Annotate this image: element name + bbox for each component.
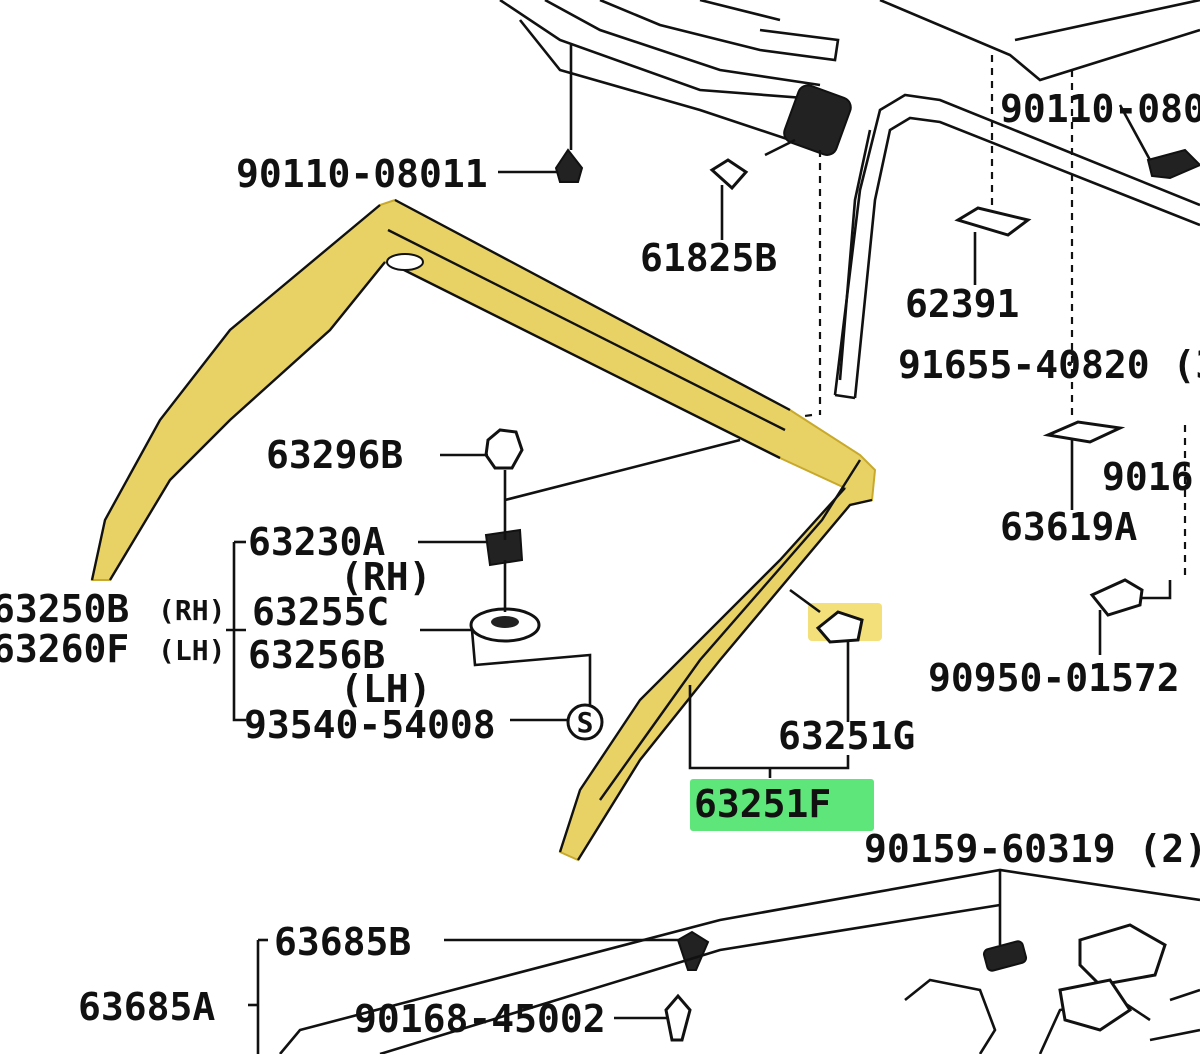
label-rh-small: (RH): [158, 594, 225, 627]
label-90168-45002: 90168-45002: [354, 997, 606, 1041]
part-labels: 90110-08011 61825B 62391 90110-080 91655…: [0, 87, 1200, 1041]
label-63296B: 63296B: [266, 433, 403, 477]
clip-dark-icon: [484, 528, 524, 567]
label-90110-080: 90110-080: [1000, 87, 1200, 131]
label-63251F: 63251F: [694, 782, 831, 826]
grommet-icon: [1089, 578, 1144, 617]
label-lh-small: (LH): [158, 634, 225, 667]
callout-highlight: [690, 779, 874, 831]
door-frame: [833, 0, 1200, 400]
label-91655-40820: 91655-40820 (3: [898, 343, 1200, 387]
label-63250B: 63250B: [0, 587, 129, 631]
bolt-icon-right: [1146, 148, 1200, 180]
label-63685B: 63685B: [274, 920, 411, 964]
leader-lines: [226, 104, 1172, 1054]
label-90110-08011: 90110-08011: [236, 152, 488, 196]
screw-icon: [566, 703, 604, 741]
label-rh: (RH): [340, 555, 432, 599]
top-roof-rail: [499, 0, 852, 156]
screw-icon-label: S: [577, 706, 594, 739]
label-63685A: 63685A: [78, 985, 215, 1029]
small-parts: S: [469, 45, 1200, 1042]
bolt-icon-63685B: [676, 930, 710, 971]
pad-icon-2: [1042, 420, 1126, 444]
label-62391: 62391: [905, 282, 1019, 326]
label-90159-60319: 90159-60319 (2): [864, 827, 1200, 871]
screw-bolt-icon: [982, 940, 1028, 972]
clip-63251G-icon: [815, 610, 864, 644]
label-61825B: 61825B: [640, 236, 777, 280]
door-frame-molding: [90, 198, 877, 862]
label-63251G: 63251G: [778, 714, 915, 758]
cap-icon: [484, 428, 524, 470]
rivet-icon: [664, 993, 692, 1042]
label-63260F: 63260F: [0, 627, 129, 671]
label-93540-54008: 93540-54008: [244, 703, 496, 747]
label-63255C: 63255C: [252, 590, 389, 634]
label-63619A: 63619A: [1000, 505, 1137, 549]
label-63230A: 63230A: [248, 520, 385, 564]
label-lh: (LH): [340, 667, 432, 711]
lower-structure: [279, 868, 1200, 1054]
bolt-icon: [554, 148, 584, 183]
label-90950-01572: 90950-01572: [928, 656, 1180, 700]
label-9016: 9016: [1102, 455, 1194, 499]
label-63256B: 63256B: [248, 633, 385, 677]
pad-icon: [954, 206, 1032, 237]
clip-icon: [709, 158, 749, 191]
